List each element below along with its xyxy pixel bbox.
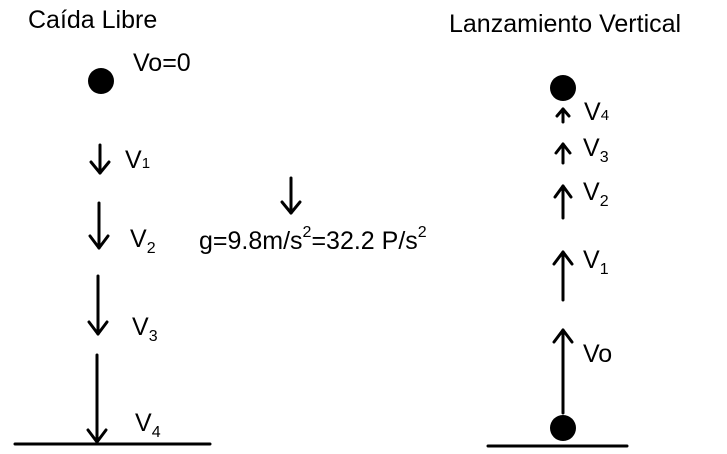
- left-v2-base: V: [130, 225, 147, 253]
- right-arrow-v2: [553, 184, 573, 220]
- right-v2-label: V2: [583, 178, 609, 210]
- right-title: Lanzamiento Vertical: [449, 10, 682, 38]
- right-arrow-v1: [552, 250, 574, 302]
- left-v1-base: V: [125, 146, 142, 174]
- left-arrow-v3: [87, 274, 109, 336]
- right-v1-label: V1: [583, 246, 609, 278]
- right-v2-sub: 2: [599, 193, 609, 210]
- right-v3-label: V3: [583, 134, 609, 166]
- right-v4-base: V: [584, 98, 601, 126]
- gravity-exp-2: 2: [417, 224, 427, 241]
- right-arrow-v3: [554, 142, 572, 165]
- left-arrow-v1: [89, 143, 111, 175]
- gravity-exp-1: 2: [302, 224, 312, 241]
- gravity-equation: g=9.8m/s2=32.2 P/s2: [199, 225, 427, 255]
- right-arrow-vo: [552, 328, 574, 415]
- left-v3-base: V: [132, 313, 149, 341]
- left-v1-label: V1: [125, 148, 150, 173]
- right-vo-label: Vo: [583, 340, 613, 368]
- gravity-mid: =32.2 P/s: [311, 227, 418, 255]
- right-ball-top: [550, 75, 576, 101]
- left-vo-label: Vo=0: [133, 49, 191, 77]
- left-arrow-v2: [88, 201, 110, 250]
- left-v2-sub: 2: [146, 240, 156, 257]
- left-v4-base: V: [135, 409, 152, 437]
- right-v1-base: V: [583, 246, 600, 274]
- right-v4-label: V4: [584, 100, 609, 125]
- left-title: Caída Libre: [28, 6, 158, 34]
- gravity-prefix: g=9.8m/s: [199, 227, 303, 255]
- left-v4-label: V4: [135, 409, 161, 441]
- right-ball-bottom: [550, 415, 576, 441]
- left-v2-label: V2: [130, 225, 156, 257]
- gravity-arrow: [280, 176, 302, 215]
- left-ball: [88, 68, 114, 94]
- left-v1-sub: 1: [141, 155, 151, 172]
- right-arrow-v4: [555, 107, 571, 124]
- left-v3-sub: 3: [148, 328, 158, 345]
- right-v4-sub: 4: [600, 107, 610, 124]
- left-arrow-v4: [86, 353, 108, 444]
- right-v3-base: V: [583, 134, 600, 162]
- right-v2-base: V: [583, 178, 600, 206]
- left-v3-label: V3: [132, 313, 158, 345]
- right-v3-sub: 3: [599, 149, 609, 166]
- right-v1-sub: 1: [599, 261, 609, 278]
- left-v4-sub: 4: [151, 424, 161, 441]
